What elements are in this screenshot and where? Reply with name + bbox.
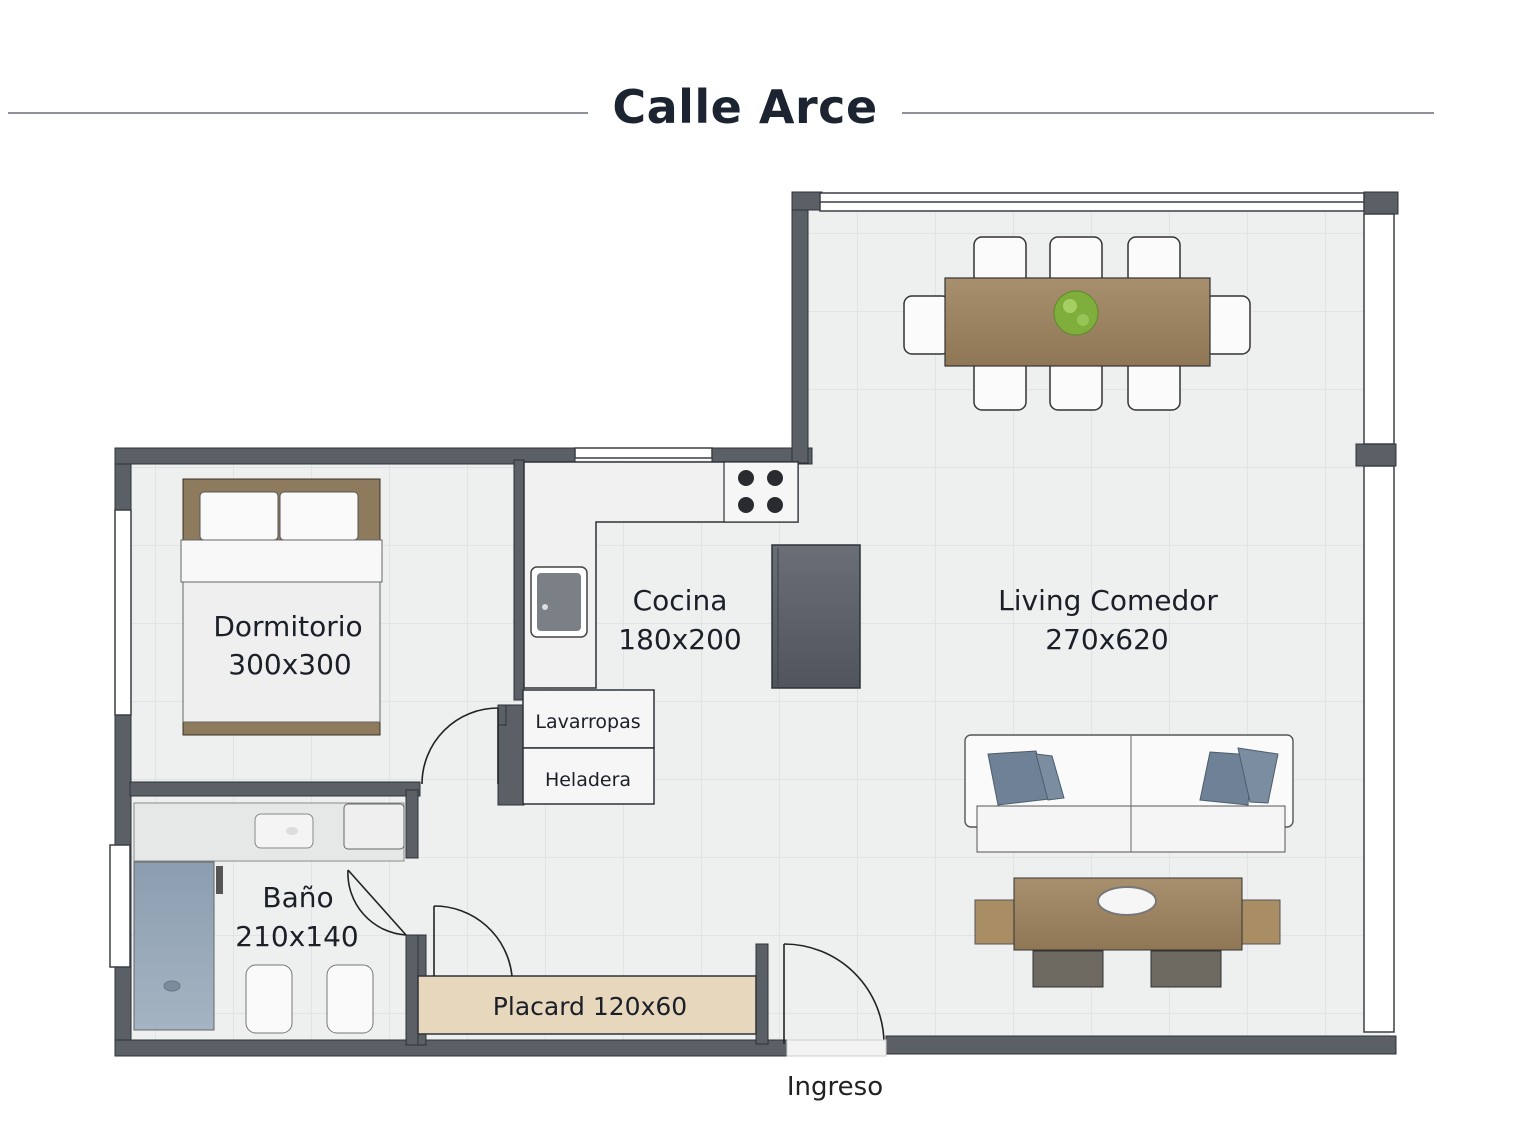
bed bbox=[180, 478, 383, 736]
room-size-bano: 210x140 bbox=[235, 920, 358, 953]
sofa bbox=[964, 734, 1294, 853]
door-bedroom bbox=[421, 707, 499, 785]
header-rule-left bbox=[8, 112, 588, 114]
room-size-cocina: 180x200 bbox=[618, 623, 741, 656]
stove bbox=[723, 461, 799, 523]
door-bath bbox=[347, 869, 407, 936]
room-name-bano: Baño bbox=[262, 881, 333, 914]
shower bbox=[133, 861, 215, 1031]
bowl-icon bbox=[1097, 886, 1157, 916]
window-bedroom bbox=[114, 509, 132, 716]
door-entrance bbox=[783, 943, 885, 1045]
plant-icon bbox=[1053, 290, 1099, 336]
toilet bbox=[245, 964, 293, 1034]
kitchen-counter bbox=[523, 461, 799, 689]
room-size-living: 270x620 bbox=[1045, 623, 1168, 656]
washer-label: Lavarropas bbox=[535, 711, 640, 733]
stove-burners-icon bbox=[738, 470, 783, 513]
header-rule-right bbox=[902, 112, 1434, 114]
appliances bbox=[522, 689, 655, 805]
dining-set bbox=[903, 236, 1251, 411]
window-right-lower bbox=[1363, 465, 1395, 1033]
doors bbox=[347, 707, 885, 1045]
bidet bbox=[326, 964, 374, 1034]
street-title: Calle Arce bbox=[612, 80, 878, 134]
entrance-label: Ingreso bbox=[786, 1072, 884, 1102]
entrance-threshold bbox=[786, 1039, 887, 1057]
kitchen-island bbox=[771, 544, 861, 689]
fridge-box bbox=[522, 747, 655, 805]
window-bath bbox=[109, 844, 131, 968]
door-closet bbox=[433, 905, 513, 977]
window-kitchen bbox=[574, 447, 713, 459]
room-name-dormitorio: Dormitorio bbox=[213, 610, 362, 643]
bathroom-fixtures bbox=[133, 802, 405, 1034]
window-right-upper bbox=[1363, 213, 1395, 445]
room-name-cocina: Cocina bbox=[633, 584, 728, 617]
bath-sink bbox=[254, 813, 314, 849]
fridge-label: Heladera bbox=[545, 769, 631, 791]
living-table bbox=[974, 877, 1281, 988]
windows bbox=[109, 192, 1395, 1033]
closet bbox=[417, 975, 757, 1035]
room-size-dormitorio: 300x300 bbox=[228, 648, 351, 681]
street-header: Calle Arce bbox=[0, 70, 1522, 150]
closet-label: Placard 120x60 bbox=[493, 992, 687, 1021]
room-name-living: Living Comedor bbox=[998, 584, 1218, 617]
